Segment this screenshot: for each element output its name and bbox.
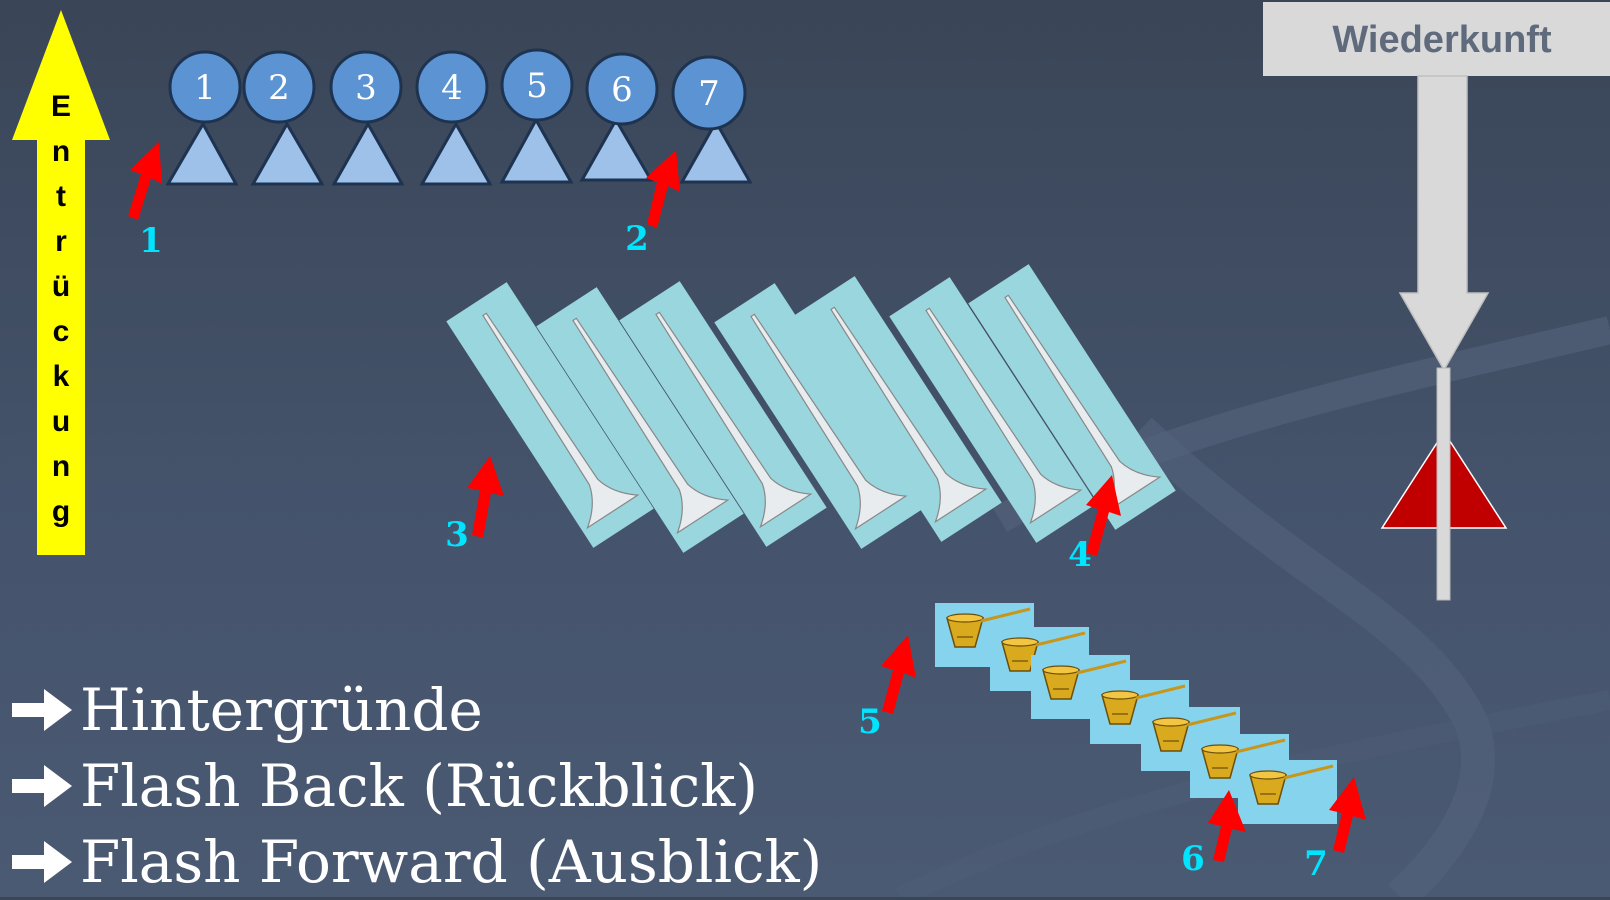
bullet-item: Flash Forward (Ausblick) (10, 824, 822, 900)
trumpet-icon (446, 282, 654, 548)
marker-number: 6 (1181, 839, 1205, 879)
figure-number: 1 (194, 68, 216, 108)
trumpet-icon (968, 264, 1176, 530)
wiederkunft-box (1263, 2, 1610, 76)
trumpet-icon (536, 287, 744, 553)
figure-4: 4 (415, 50, 493, 186)
entrueckung-letter: n (52, 450, 70, 483)
right-arrow-icon (12, 765, 72, 807)
trumpet-icon (714, 283, 922, 549)
entrueckung-arrow: E n t r ü c k u n g (12, 10, 110, 555)
marker-number: 3 (445, 515, 469, 555)
marker-number: 1 (139, 221, 163, 261)
entrueckung-letter: u (52, 405, 70, 438)
figure-number: 5 (526, 66, 548, 106)
entrueckung-letter: c (53, 315, 70, 348)
figure-2: 2 (242, 50, 325, 186)
marker-number: 5 (858, 702, 882, 742)
bowls-row (935, 603, 1337, 824)
red-arrow-icon (646, 150, 680, 228)
wiederkunft-group: Wiederkunft (1263, 2, 1610, 601)
bullet-text: Hintergründe (80, 676, 483, 744)
figure-number: 3 (355, 68, 377, 108)
entrueckung-letter: k (53, 360, 70, 393)
trumpet-icon (619, 281, 827, 547)
entrueckung-label: E n t r ü c k u n g (51, 90, 71, 528)
figure-7: 7 (671, 55, 753, 184)
figure-number: 4 (441, 68, 463, 108)
wiederkunft-arrow (1398, 75, 1490, 372)
bullet-item: Hintergründe (10, 672, 822, 748)
red-arrow-icon (1329, 777, 1366, 853)
bullet-text: Flash Back (Rückblick) (80, 752, 758, 820)
red-arrow-icon (128, 142, 162, 220)
entrueckung-letter: E (51, 90, 71, 123)
figure-number: 6 (611, 70, 633, 110)
trumpets-row (446, 264, 1176, 553)
right-arrow-icon (12, 841, 72, 883)
entrueckung-letter: t (56, 180, 66, 213)
red-arrow-icon (1086, 475, 1121, 556)
wiederkunft-label: Wiederkunft (1332, 19, 1552, 61)
marker-number: 2 (625, 219, 649, 259)
red-arrow-icon (881, 635, 916, 714)
figure-6: 6 (579, 52, 659, 182)
bowl-icon (1238, 760, 1337, 824)
figure-3: 3 (329, 50, 405, 186)
figure-1: 1 (165, 50, 242, 186)
trumpet-icon (889, 277, 1097, 543)
marker-number: 4 (1068, 535, 1092, 575)
bullet-item: Flash Back (Rückblick) (10, 748, 822, 824)
trumpet-icon (794, 276, 1002, 542)
figure-5: 5 (499, 48, 574, 184)
figure-number: 2 (268, 68, 290, 108)
red-arrow-icon (467, 456, 504, 538)
figures-row: 1 2 3 4 5 6 7 (165, 48, 753, 186)
red-arrows (128, 142, 1366, 862)
entrueckung-letter: r (55, 225, 67, 258)
entrueckung-letter: g (52, 495, 70, 528)
entrueckung-letter: n (52, 135, 70, 168)
vertical-line (1436, 367, 1451, 601)
red-arrow-icon (1208, 790, 1246, 862)
entrueckung-letter: ü (52, 270, 70, 303)
bullet-list: Hintergründe Flash Back (Rückblick) Flas… (10, 672, 822, 900)
right-arrow-icon (12, 689, 72, 731)
bullet-text: Flash Forward (Ausblick) (80, 828, 823, 896)
marker-number: 7 (1304, 844, 1328, 884)
marker-labels: 1 2 3 4 5 6 7 (139, 219, 1328, 884)
figure-number: 7 (698, 74, 720, 114)
